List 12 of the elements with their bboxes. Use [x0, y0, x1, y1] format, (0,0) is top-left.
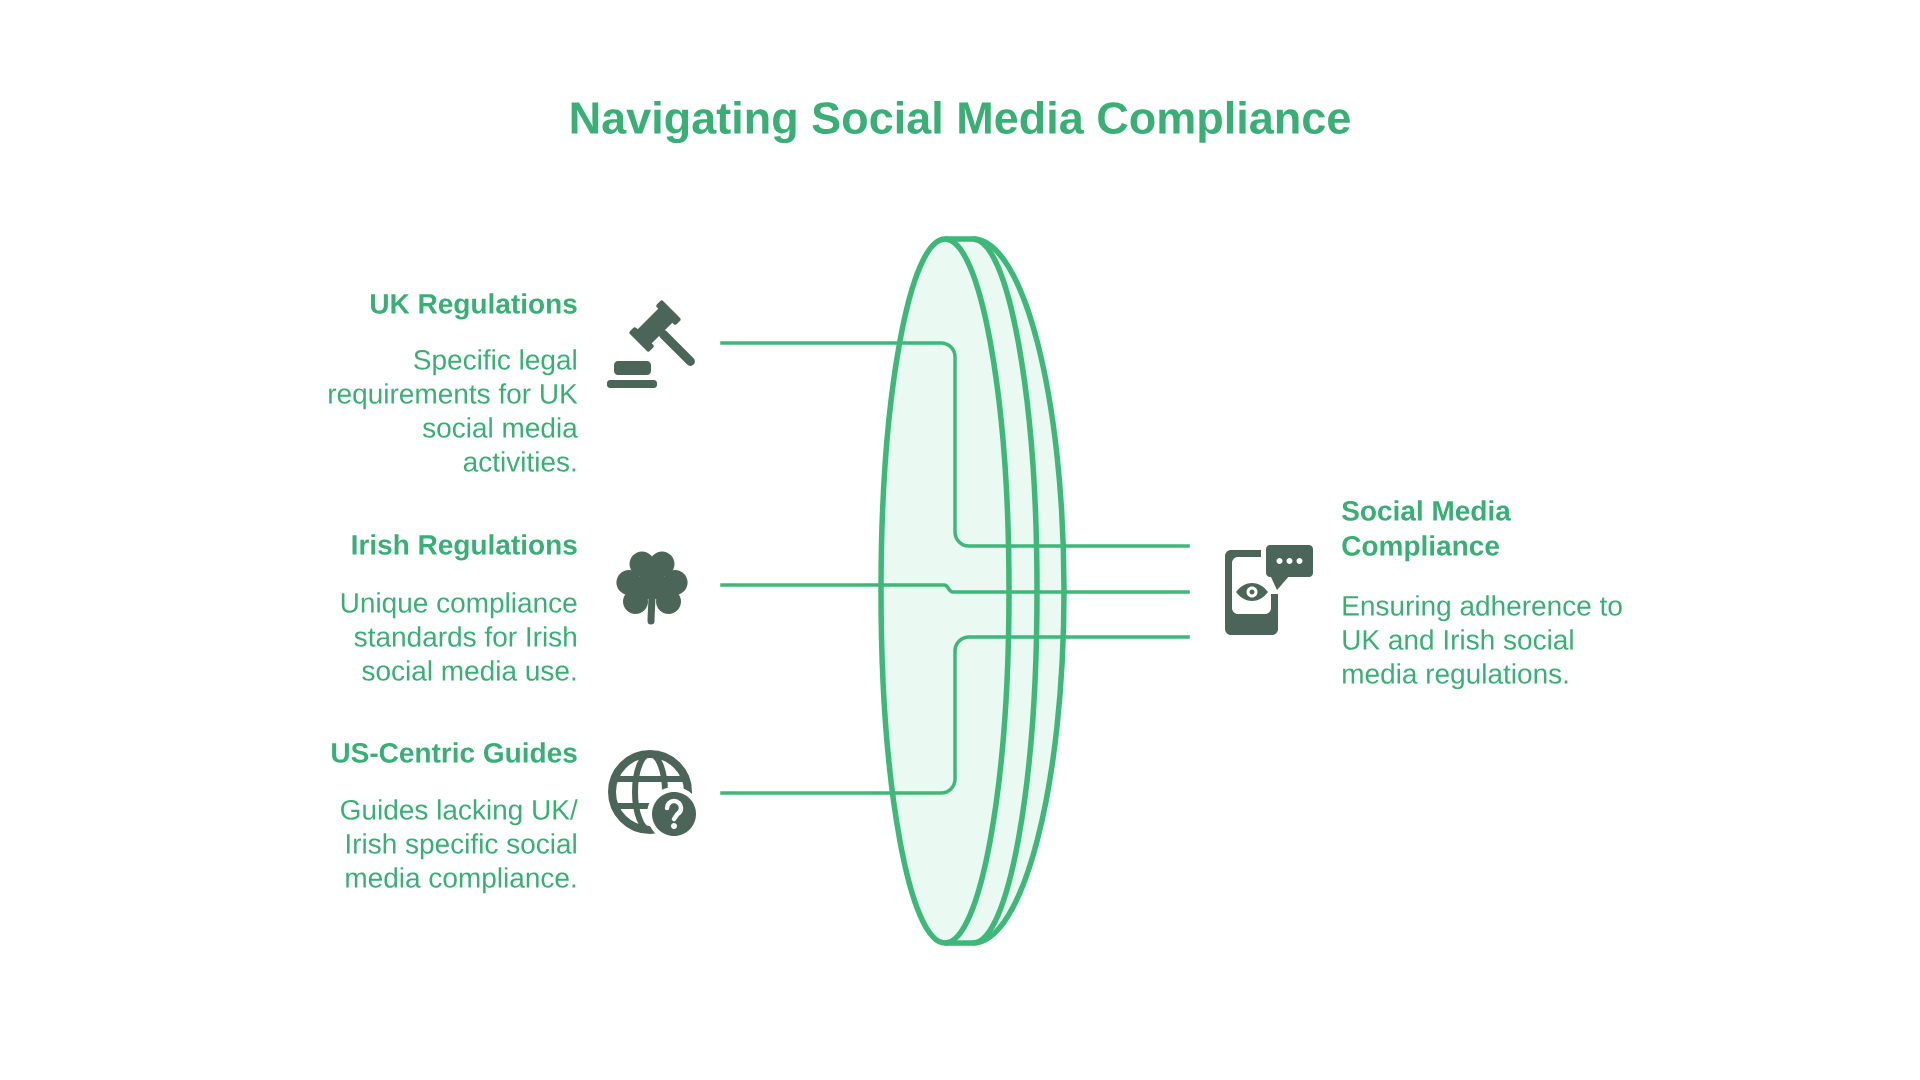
connector-line [720, 635, 1190, 795]
description: Specific legal requirements for UK social media activities. [329, 349, 578, 472]
description: Guides lacking UK/ Irish specific social media compliance. [341, 799, 578, 894]
heading: Irish Regulations [352, 534, 577, 561]
title: Navigating Social Media Compliance [571, 100, 1350, 144]
description: Ensuring adherence to UK and Irish social media regulations. [1343, 595, 1622, 690]
heading: Social Media Compliance [1342, 500, 1511, 562]
description: Unique compliance standards for Irish social media use. [341, 592, 577, 681]
heading: UK Regulations [371, 293, 577, 320]
connector-line [720, 341, 1190, 548]
connector-line [720, 583, 1190, 594]
heading: US-Centric Guides [332, 742, 577, 763]
